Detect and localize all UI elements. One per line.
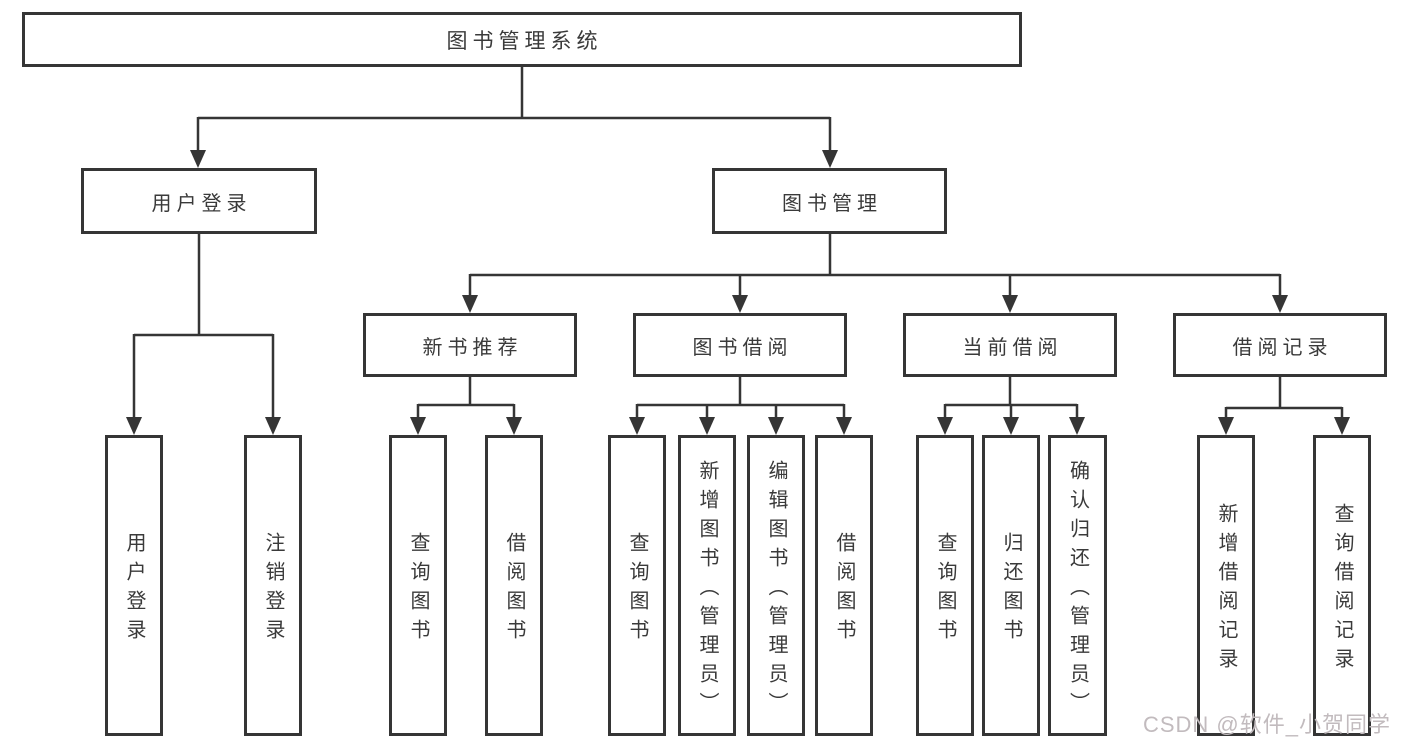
leaf-return-books: 归还图书 xyxy=(982,435,1040,736)
leaf-confirm-return-admin-label: 确认归还（管理员） xyxy=(1066,459,1089,721)
leaf-query-books-current-label: 查询图书 xyxy=(934,532,956,648)
leaf-query-books-borrow: 查询图书 xyxy=(608,435,666,736)
node-current-borrow-label: 当前借阅 xyxy=(962,336,1063,359)
node-library-system: 图书管理系统 xyxy=(22,12,1022,67)
leaf-borrow-books-recommend: 借阅图书 xyxy=(485,435,543,736)
leaf-query-borrow-record-label: 查询借阅记录 xyxy=(1331,503,1353,677)
node-user-login-label: 用户登录 xyxy=(151,192,252,215)
leaf-query-books-borrow-label: 查询图书 xyxy=(626,532,648,648)
leaf-user-login-label: 用户登录 xyxy=(123,532,145,648)
node-new-book-recommend-label: 新书推荐 xyxy=(422,336,523,359)
leaf-confirm-return-admin: 确认归还（管理员） xyxy=(1048,435,1107,736)
leaf-edit-book-admin-label: 编辑图书（管理员） xyxy=(765,459,787,721)
leaf-query-borrow-record: 查询借阅记录 xyxy=(1313,435,1371,736)
node-library-system-label: 图书管理系统 xyxy=(446,29,603,53)
leaf-return-books-label: 归还图书 xyxy=(1000,532,1022,648)
leaf-edit-book-admin: 编辑图书（管理员） xyxy=(747,435,805,736)
node-book-management-label: 图书管理 xyxy=(782,192,882,215)
leaf-borrow-books-label: 借阅图书 xyxy=(833,532,855,648)
node-current-borrow: 当前借阅 xyxy=(903,313,1117,377)
leaf-add-book-admin: 新增图书（管理员） xyxy=(678,435,736,736)
csdn-watermark: CSDN @软件_小贺同学 xyxy=(1142,712,1391,737)
leaf-add-borrow-record-label: 新增借阅记录 xyxy=(1215,503,1237,677)
leaf-query-books-recommend: 查询图书 xyxy=(389,435,447,736)
node-book-management: 图书管理 xyxy=(712,168,947,234)
leaf-borrow-books-recommend-label: 借阅图书 xyxy=(503,532,525,648)
node-borrow-records: 借阅记录 xyxy=(1173,313,1387,377)
node-book-borrow: 图书借阅 xyxy=(633,313,847,377)
leaf-logout-label: 注销登录 xyxy=(262,532,284,648)
leaf-borrow-books: 借阅图书 xyxy=(815,435,873,736)
leaf-user-login: 用户登录 xyxy=(105,435,163,736)
arrowheads xyxy=(126,150,1350,435)
leaf-query-books-recommend-label: 查询图书 xyxy=(407,532,429,648)
leaf-logout: 注销登录 xyxy=(244,435,302,736)
node-user-login: 用户登录 xyxy=(81,168,317,234)
leaf-query-books-current: 查询图书 xyxy=(916,435,974,736)
leaf-add-borrow-record: 新增借阅记录 xyxy=(1197,435,1255,736)
leaf-add-book-admin-label: 新增图书（管理员） xyxy=(696,459,718,721)
node-borrow-records-label: 借阅记录 xyxy=(1232,336,1333,359)
node-new-book-recommend: 新书推荐 xyxy=(363,313,577,377)
node-book-borrow-label: 图书借阅 xyxy=(692,336,793,359)
connector-paths xyxy=(132,66,1344,419)
